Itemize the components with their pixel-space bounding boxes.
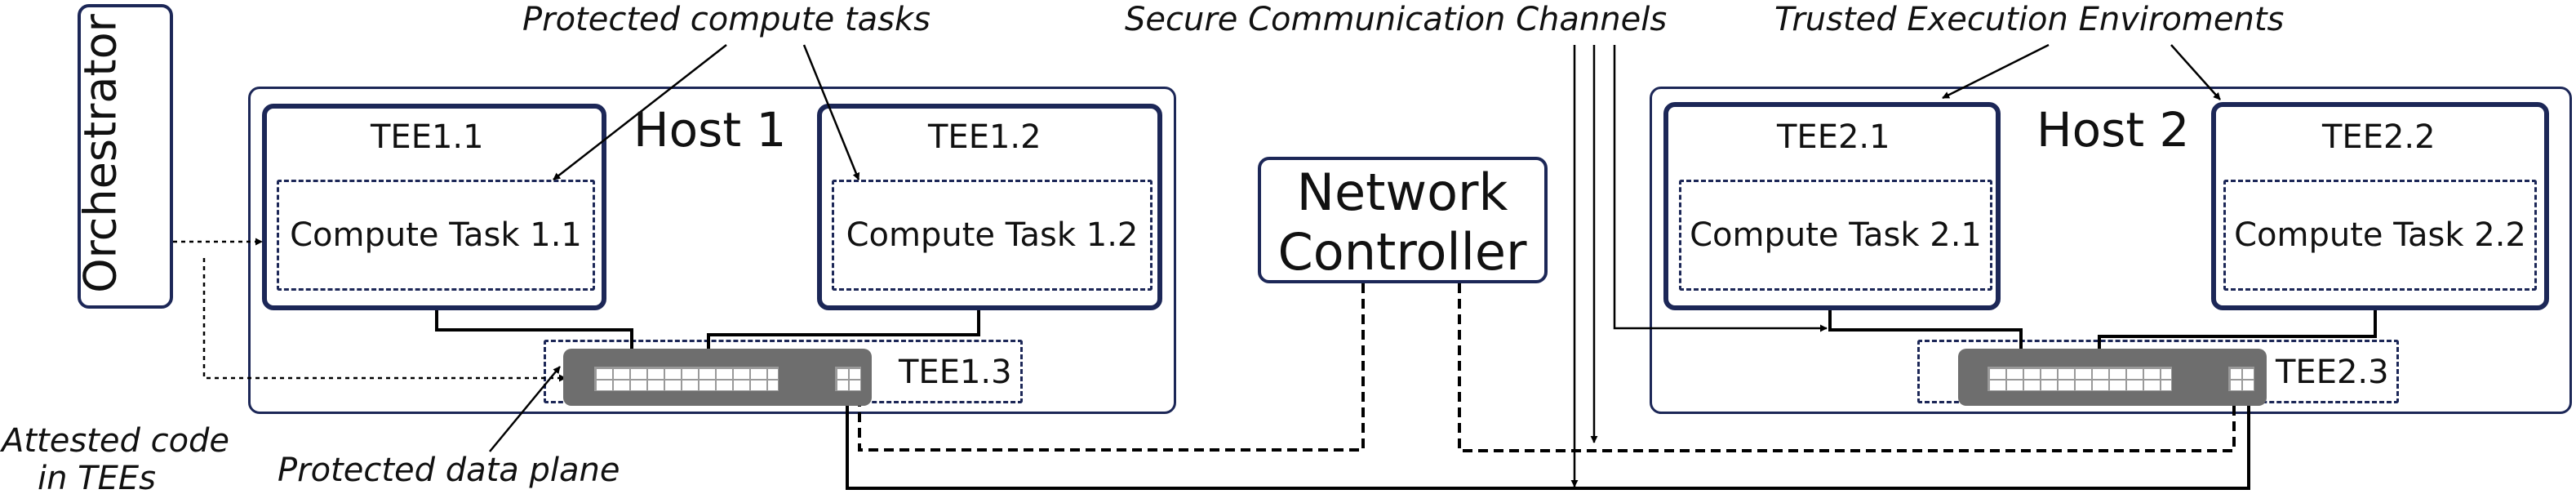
network-controller-line1: Network bbox=[1296, 162, 1508, 222]
switch-2 bbox=[1958, 349, 2267, 406]
tee-2-3-label: TEE2.3 bbox=[2276, 354, 2389, 391]
switch-1-ports bbox=[594, 367, 779, 391]
host-1-label: Host 1 bbox=[633, 102, 787, 158]
compute-task-1-1-box: Compute Task 1.1 bbox=[277, 180, 595, 291]
arrow-trusted-envs-to-2-1 bbox=[1942, 43, 2050, 100]
annotation-protected-compute-tasks: Protected compute tasks bbox=[522, 1, 930, 38]
annotation-protected-data-plane: Protected data plane bbox=[278, 452, 620, 489]
switch-2-uplink-port bbox=[2228, 367, 2254, 391]
tee-1-1-label: TEE1.1 bbox=[371, 118, 484, 156]
arrow-data-plane-to-switch-1 bbox=[489, 366, 561, 452]
switch-1 bbox=[563, 349, 872, 406]
host-2-box bbox=[1650, 87, 2572, 414]
tee-2-1-label: TEE2.1 bbox=[1777, 118, 1890, 156]
orchestrator-box bbox=[78, 4, 173, 309]
tee-2-2-label: TEE2.2 bbox=[2322, 118, 2436, 156]
host-2-label: Host 2 bbox=[2036, 102, 2190, 158]
network-controller-box bbox=[1258, 157, 1548, 283]
compute-task-1-1-label: Compute Task 1.1 bbox=[290, 216, 582, 254]
arrow-protected-tasks-to-1-1 bbox=[553, 44, 727, 180]
host-1-box bbox=[248, 87, 1176, 414]
annotation-attested-code-line2: in TEEs bbox=[38, 460, 156, 494]
link-tee-1-1-to-switch bbox=[435, 310, 633, 363]
switch-1-uplink-port bbox=[835, 367, 861, 391]
compute-task-2-1-box: Compute Task 2.1 bbox=[1679, 180, 1992, 291]
annotation-secure-channels: Secure Communication Channels bbox=[1125, 1, 1668, 38]
controller-link-switch-1 bbox=[858, 283, 1365, 452]
compute-task-1-2-box: Compute Task 1.2 bbox=[832, 180, 1153, 291]
network-controller-line2: Controller bbox=[1277, 222, 1527, 282]
compute-task-1-2-label: Compute Task 1.2 bbox=[846, 216, 1139, 254]
tee-1-2-box bbox=[817, 104, 1162, 310]
tee-2-2-box bbox=[2211, 102, 2549, 310]
annotation-trusted-environments: Trusted Execution Enviroments bbox=[1774, 1, 2285, 38]
arrow-trusted-envs-to-2-2 bbox=[2170, 44, 2221, 100]
arrow-protected-tasks-to-1-2 bbox=[802, 44, 860, 180]
compute-task-2-2-label: Compute Task 2.2 bbox=[2234, 216, 2526, 254]
arrow-secure-channel-to-switch-2-link bbox=[1613, 45, 1828, 332]
compute-task-2-1-label: Compute Task 2.1 bbox=[1690, 216, 1982, 254]
orchestrator-label: Orchestrator bbox=[74, 14, 127, 293]
annotation-attested-code-line1: Attested code bbox=[2, 422, 230, 460]
orchestrator-to-tee-1-3 bbox=[202, 258, 566, 382]
tee-2-1-box bbox=[1663, 102, 2001, 310]
tee-1-1-box bbox=[262, 104, 606, 310]
link-tee-2-1-to-switch bbox=[1828, 310, 2023, 363]
tee-1-3-label: TEE1.3 bbox=[899, 354, 1012, 391]
tee-1-2-label: TEE1.2 bbox=[928, 118, 1042, 156]
controller-link-switch-2 bbox=[1458, 283, 2236, 452]
data-plane-cable bbox=[846, 389, 2250, 490]
switch-2-ports bbox=[1988, 367, 2172, 391]
compute-task-2-2-box: Compute Task 2.2 bbox=[2223, 180, 2537, 291]
